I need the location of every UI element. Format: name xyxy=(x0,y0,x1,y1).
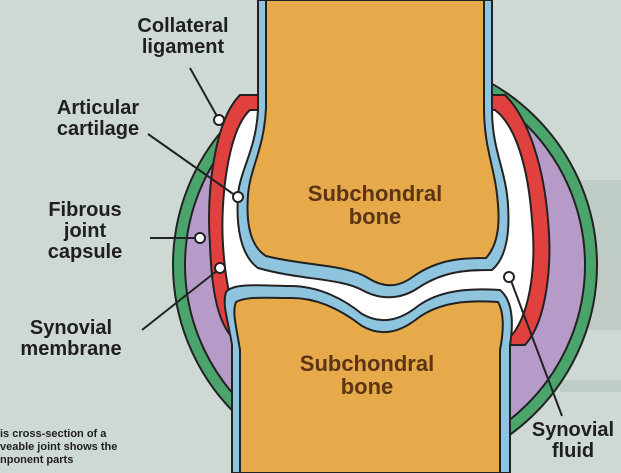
label-fibrous-joint-capsule: Fibrous joint capsule xyxy=(30,200,140,263)
label-synovial-membrane: Synovial membrane xyxy=(6,318,136,360)
marker-fibrous-joint-capsule xyxy=(195,233,205,243)
label-articular-cartilage: Articular cartilage xyxy=(38,98,158,140)
label-subchondral-bone-lower: Subchondral bone xyxy=(292,352,442,398)
marker-synovial-fluid xyxy=(504,272,514,282)
marker-articular-cartilage xyxy=(233,192,243,202)
subchondral-bone-upper xyxy=(248,0,499,285)
caption: is cross-section of a veable joint shows… xyxy=(0,428,117,468)
leader-collateral-ligament xyxy=(190,68,218,118)
label-collateral-ligament: Collateral ligament xyxy=(118,16,248,58)
label-synovial-fluid: Synovial fluid xyxy=(528,420,618,462)
marker-collateral-ligament xyxy=(214,115,224,125)
marker-synovial-membrane xyxy=(215,263,225,273)
label-subchondral-bone-upper: Subchondral bone xyxy=(300,182,450,228)
